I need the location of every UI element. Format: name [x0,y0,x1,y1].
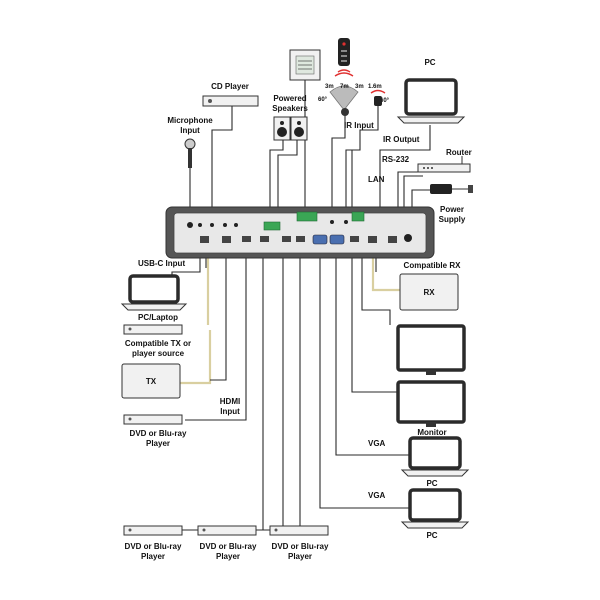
matrix-switcher-unit [165,206,435,259]
microphone-label-2: Input [180,126,200,135]
ir-input-label: IR Input [344,121,374,130]
powered-speakers-label-2: Speakers [272,104,308,113]
microphone-icon [184,138,196,168]
ir-output-label: IR Output [383,135,420,144]
speaker-icon [290,116,308,141]
tx-label: TX [146,377,157,386]
microphone-label-1: Microphone [167,116,213,125]
vga-label-1: VGA [368,439,386,448]
ir-emitter-icon [374,96,382,106]
keypad-icon [289,49,321,81]
dvd-b1-label-1: DVD or Blu-ray [125,542,182,551]
dvd-player-bottom-1: DVD or Blu-ray Player [123,525,183,561]
compatible-tx-label-1: Compatible TX or [125,339,191,348]
rs232-label: RS-232 [382,155,410,164]
laptop-icon [396,78,466,124]
monitor-icon [396,324,466,375]
dvd-player-bottom-2: DVD or Blu-ray Player [197,525,257,561]
laptop-icon [400,488,470,529]
ir-output-group: 1.6m 60° IR Output [368,84,420,144]
compatible-rx-label: Compatible RX [404,261,462,270]
router-icon [417,156,471,173]
dvd-b3-label-2: Player [288,552,312,561]
pc-laptop: USB-C Input PC/Laptop [120,259,188,322]
dvd-b2-label-1: DVD or Blu-ray [200,542,257,551]
rear-panel-ports [187,211,412,245]
hdmi-input-label-1: HDMI [220,397,240,406]
rx-label: RX [423,288,435,297]
pc-top: PC RS-232 [382,58,466,164]
pc-top-label: PC [424,58,435,67]
router-label: Router [446,148,472,157]
powered-speakers: Powered Speakers [272,94,308,141]
dvd-b2-label-2: Player [216,552,240,561]
compatible-tx-label-2: player source [132,349,185,358]
ir-input-group: 3m 7m 3m 60° IR Input [318,38,374,130]
ir-dist-7m: 7m [340,84,349,90]
pc-mid-label: PC [426,479,437,488]
power-adapter-icon [430,184,473,194]
pc-bottom: VGA PC [368,488,470,540]
powered-speakers-label-1: Powered [273,94,306,103]
monitor-label: Monitor [417,428,446,437]
dvd-left-label-1: DVD or Blu-ray [130,429,187,438]
remote-control-icon [338,38,350,66]
lan-label: LAN [368,175,385,184]
compatible-tx-source: Compatible TX or player source [123,324,191,358]
laptop-icon [120,274,188,311]
pc-mid: VGA PC [368,436,470,488]
monitor-icon [396,380,466,427]
cd-player-label: CD Player [211,82,249,91]
compatible-rx: Compatible RX RX [399,261,462,311]
power-supply-label-1: Power [440,205,464,214]
ir-out-angle: 60° [380,98,390,104]
dvd-left-label-2: Player [146,439,170,448]
microphone: Microphone Input [167,116,213,168]
router: Router LAN [368,148,472,184]
ir-dist-3m-right: 3m [355,84,364,90]
vga-label-2: VGA [368,491,386,500]
tx-box: TX [121,363,181,399]
dvd-b1-label-2: Player [141,552,165,561]
usbc-input-label: USB-C Input [138,259,185,268]
pc-bottom-label: PC [426,531,437,540]
dvd-b3-label-1: DVD or Blu-ray [272,542,329,551]
laptop-icon [400,436,470,477]
dvd-player-left: HDMI Input DVD or Blu-ray Player [123,397,240,448]
cd-player: CD Player [202,82,259,107]
hdmi-input-label-2: Input [220,407,240,416]
ir-receiver-icon [341,108,349,116]
dvd-player-bottom-3: DVD or Blu-ray Player [269,525,329,561]
power-supply: Power Supply [430,184,473,224]
speaker-icon [273,116,291,141]
ir-angle-60-left: 60° [318,97,328,103]
power-supply-label-2: Supply [439,215,466,224]
ir-out-dist: 1.6m [368,84,382,90]
wires [160,80,432,531]
pc-laptop-label: PC/Laptop [138,313,178,322]
ir-dist-3m-left: 3m [325,84,334,90]
